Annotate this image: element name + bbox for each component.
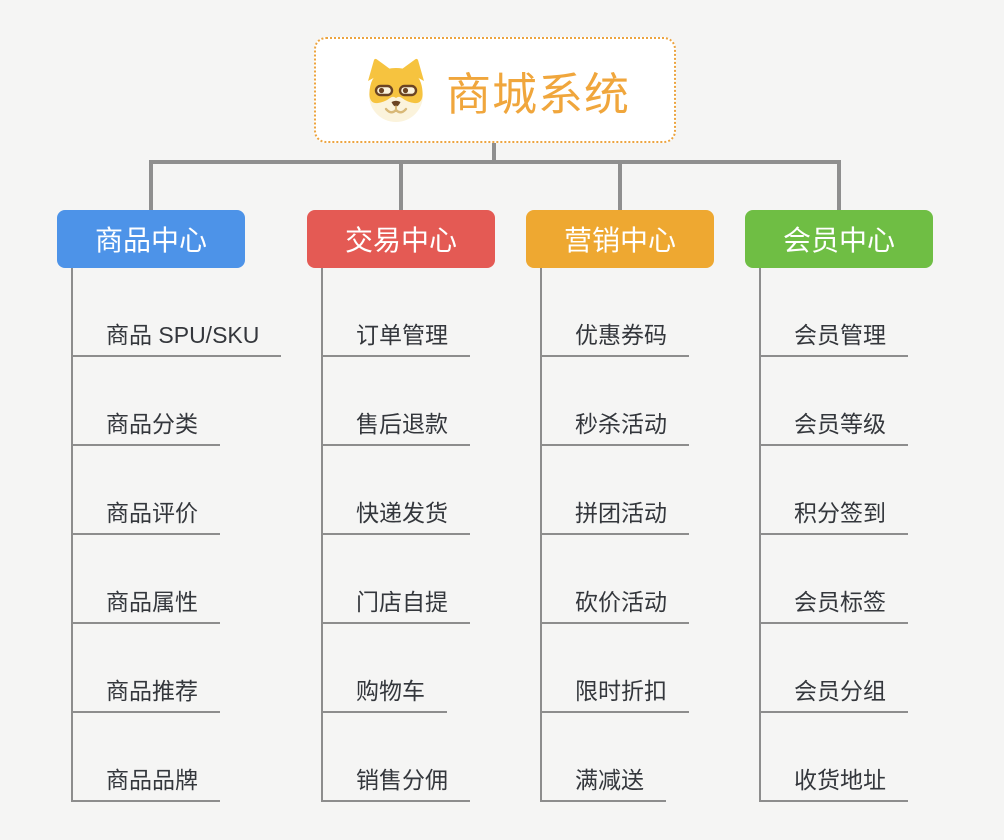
leaf-label: 会员标签 <box>794 589 886 615</box>
leaf-label: 会员管理 <box>794 322 886 348</box>
branch-trunk-line <box>71 268 73 802</box>
leaf-label: 商品属性 <box>106 589 198 615</box>
leaf-label: 秒杀活动 <box>575 411 667 437</box>
leaf-node[interactable]: 满减送 <box>540 765 666 802</box>
branch-label: 会员中心 <box>782 225 895 256</box>
leaf-node[interactable]: 秒杀活动 <box>540 409 689 446</box>
leaf-label: 会员分组 <box>794 678 886 704</box>
leaf-label: 销售分佣 <box>356 767 448 793</box>
leaf-label: 限时折扣 <box>575 678 667 704</box>
branch-column: 会员中心 会员管理会员等级积分签到会员标签会员分组收货地址 <box>745 210 995 820</box>
leaf-label: 收货地址 <box>794 767 886 793</box>
branch-label: 营销中心 <box>563 225 676 256</box>
leaf-label: 砍价活动 <box>575 589 667 615</box>
root-title: 商城系统 <box>445 68 630 120</box>
dog-face-icon <box>367 58 424 122</box>
leaf-label: 购物车 <box>356 678 425 704</box>
leaf-node[interactable]: 商品品牌 <box>71 765 220 802</box>
leaf-label: 满减送 <box>575 767 644 793</box>
leaf-node[interactable]: 收货地址 <box>759 765 908 802</box>
leaf-label: 商品推荐 <box>106 678 198 704</box>
leaf-label: 商品品牌 <box>106 767 198 793</box>
leaf-node[interactable]: 商品推荐 <box>71 676 220 713</box>
branch-node[interactable]: 营销中心 <box>526 210 714 268</box>
leaf-node[interactable]: 会员管理 <box>759 320 908 357</box>
branch-column: 商品中心 商品 SPU/SKU 商品分类商品评价商品属性商品推荐商品品牌 <box>57 210 307 820</box>
branch-node[interactable]: 交易中心 <box>307 210 495 268</box>
leaf-label: 拼团活动 <box>575 500 667 526</box>
branch-label: 商品中心 <box>94 225 207 256</box>
leaf-node[interactable]: 快递发货 <box>321 498 470 535</box>
root-stem-line <box>492 141 496 164</box>
branch-trunk-line <box>540 268 542 802</box>
branch-column: 营销中心 优惠券码秒杀活动拼团活动砍价活动限时折扣满减送 <box>526 210 776 820</box>
leaf-label: 商品 SPU/SKU <box>106 322 260 348</box>
branch-drop-line <box>618 160 622 210</box>
branch-label: 交易中心 <box>344 225 457 256</box>
branch-horizontal-line <box>149 160 841 164</box>
branch-trunk-line <box>321 268 323 802</box>
leaf-node[interactable]: 商品 SPU/SKU <box>71 320 282 357</box>
leaf-node[interactable]: 砍价活动 <box>540 587 689 624</box>
leaf-label: 商品分类 <box>106 411 198 437</box>
leaf-label: 门店自提 <box>356 589 448 615</box>
root-node[interactable]: 商城系统 <box>314 37 676 143</box>
leaf-node[interactable]: 会员标签 <box>759 587 908 624</box>
leaf-label: 会员等级 <box>794 411 886 437</box>
branch-node[interactable]: 商品中心 <box>57 210 245 268</box>
branch-drop-line <box>399 160 403 210</box>
leaf-label: 优惠券码 <box>575 322 667 348</box>
leaf-label: 售后退款 <box>356 411 448 437</box>
leaf-node[interactable]: 限时折扣 <box>540 676 689 713</box>
branch-drop-line <box>837 160 841 210</box>
leaf-node[interactable]: 会员等级 <box>759 409 908 446</box>
leaf-node[interactable]: 商品分类 <box>71 409 220 446</box>
leaf-node[interactable]: 拼团活动 <box>540 498 689 535</box>
leaf-node[interactable]: 销售分佣 <box>321 765 470 802</box>
leaf-node[interactable]: 售后退款 <box>321 409 470 446</box>
leaf-node[interactable]: 门店自提 <box>321 587 470 624</box>
leaf-label: 商品评价 <box>106 500 198 526</box>
leaf-node[interactable]: 购物车 <box>321 676 447 713</box>
branch-node[interactable]: 会员中心 <box>745 210 933 268</box>
leaf-label: 积分签到 <box>794 500 886 526</box>
leaf-node[interactable]: 商品属性 <box>71 587 220 624</box>
leaf-label: 订单管理 <box>356 322 448 348</box>
leaf-node[interactable]: 会员分组 <box>759 676 908 713</box>
leaf-node[interactable]: 订单管理 <box>321 320 470 357</box>
branch-trunk-line <box>759 268 761 802</box>
leaf-node[interactable]: 商品评价 <box>71 498 220 535</box>
branch-drop-line <box>149 160 153 210</box>
leaf-label: 快递发货 <box>356 500 448 526</box>
leaf-node[interactable]: 积分签到 <box>759 498 908 535</box>
leaf-node[interactable]: 优惠券码 <box>540 320 689 357</box>
branch-column: 交易中心 订单管理售后退款快递发货门店自提购物车销售分佣 <box>307 210 557 820</box>
